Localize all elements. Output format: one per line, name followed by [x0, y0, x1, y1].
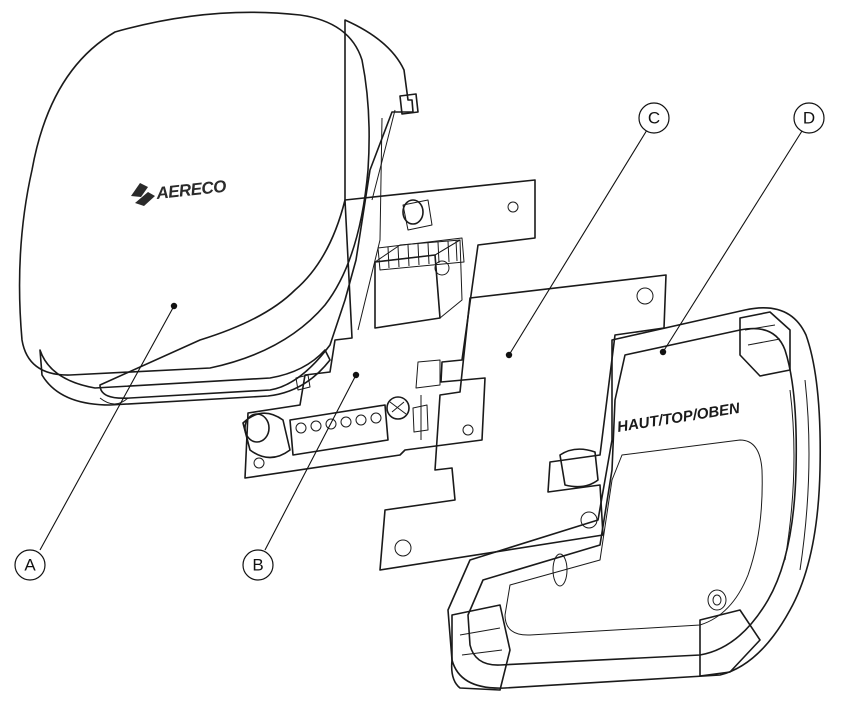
callout-a-circle — [14, 549, 46, 581]
callout-c-label: C — [648, 109, 660, 128]
callout-a-label: A — [24, 556, 36, 575]
cover-part: AERECO — [18, 11, 419, 406]
callout-a: A — [14, 302, 178, 581]
base-orientation-marking: HAUT/TOP/OBEN — [616, 400, 742, 436]
callout-a-dot — [170, 302, 178, 310]
callout-b-dot — [352, 371, 360, 379]
callout-d-circle — [793, 102, 825, 134]
callout-c-circle — [638, 102, 670, 134]
base-part: HAUT/TOP/OBEN — [447, 306, 822, 691]
insulating-sheet-part — [379, 274, 667, 571]
aereco-logo: AERECO — [131, 177, 227, 206]
callout-b-circle — [242, 549, 274, 581]
callout-c: C — [505, 102, 670, 359]
callout-d-label: D — [803, 109, 815, 128]
brand-logo-text: AERECO — [154, 177, 227, 203]
callout-b: B — [242, 371, 360, 581]
callout-c-dot — [505, 351, 513, 359]
circuit-board-part — [242, 179, 536, 479]
callout-d: D — [659, 102, 825, 356]
callout-d-dot — [659, 348, 667, 356]
callout-b-label: B — [252, 556, 263, 575]
